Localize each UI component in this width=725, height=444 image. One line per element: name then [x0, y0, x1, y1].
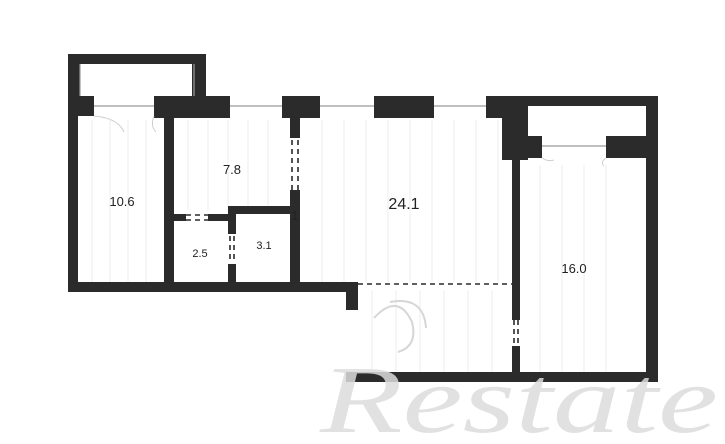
wall-segment: [290, 116, 300, 138]
wall-segment: [228, 264, 236, 284]
room-area-label: 10.6: [109, 194, 134, 209]
room-area-label: 2.5: [192, 248, 207, 260]
wall-segment: [290, 190, 300, 284]
wall-segment: [502, 96, 658, 106]
door-swings: [93, 115, 607, 167]
room-area-label: 7.8: [223, 162, 241, 177]
wall-segment: [164, 116, 174, 284]
wall-segment: [282, 96, 320, 118]
wall-segment: [512, 136, 542, 158]
wall-segment: [228, 206, 300, 214]
wall-segment: [68, 282, 358, 292]
watermark-text: Restate: [319, 346, 718, 444]
floor-hatching: [91, 120, 607, 372]
wall-segment: [68, 96, 94, 116]
wall-segment: [346, 282, 358, 310]
door-marker-label: 1: [291, 208, 298, 223]
windows: [79, 64, 606, 147]
wall-segment: [164, 214, 186, 221]
wall-segment: [512, 160, 520, 320]
wall-segment: [154, 96, 230, 118]
openings: [165, 140, 519, 346]
wall-segment: [374, 96, 434, 118]
wall-segment: [346, 372, 658, 382]
wall-segment: [512, 346, 520, 376]
walls: [68, 54, 658, 382]
wall-segment: [606, 136, 658, 158]
wall-segment: [646, 96, 658, 376]
room-area-label: 3.1: [256, 240, 271, 252]
room-area-label: 24.1: [388, 196, 419, 213]
wall-segment: [208, 214, 232, 221]
wall-segment: [68, 54, 206, 64]
wall-segment: [68, 96, 78, 292]
watermark-logo: [373, 300, 427, 353]
room-area-label: 16.0: [561, 261, 586, 276]
